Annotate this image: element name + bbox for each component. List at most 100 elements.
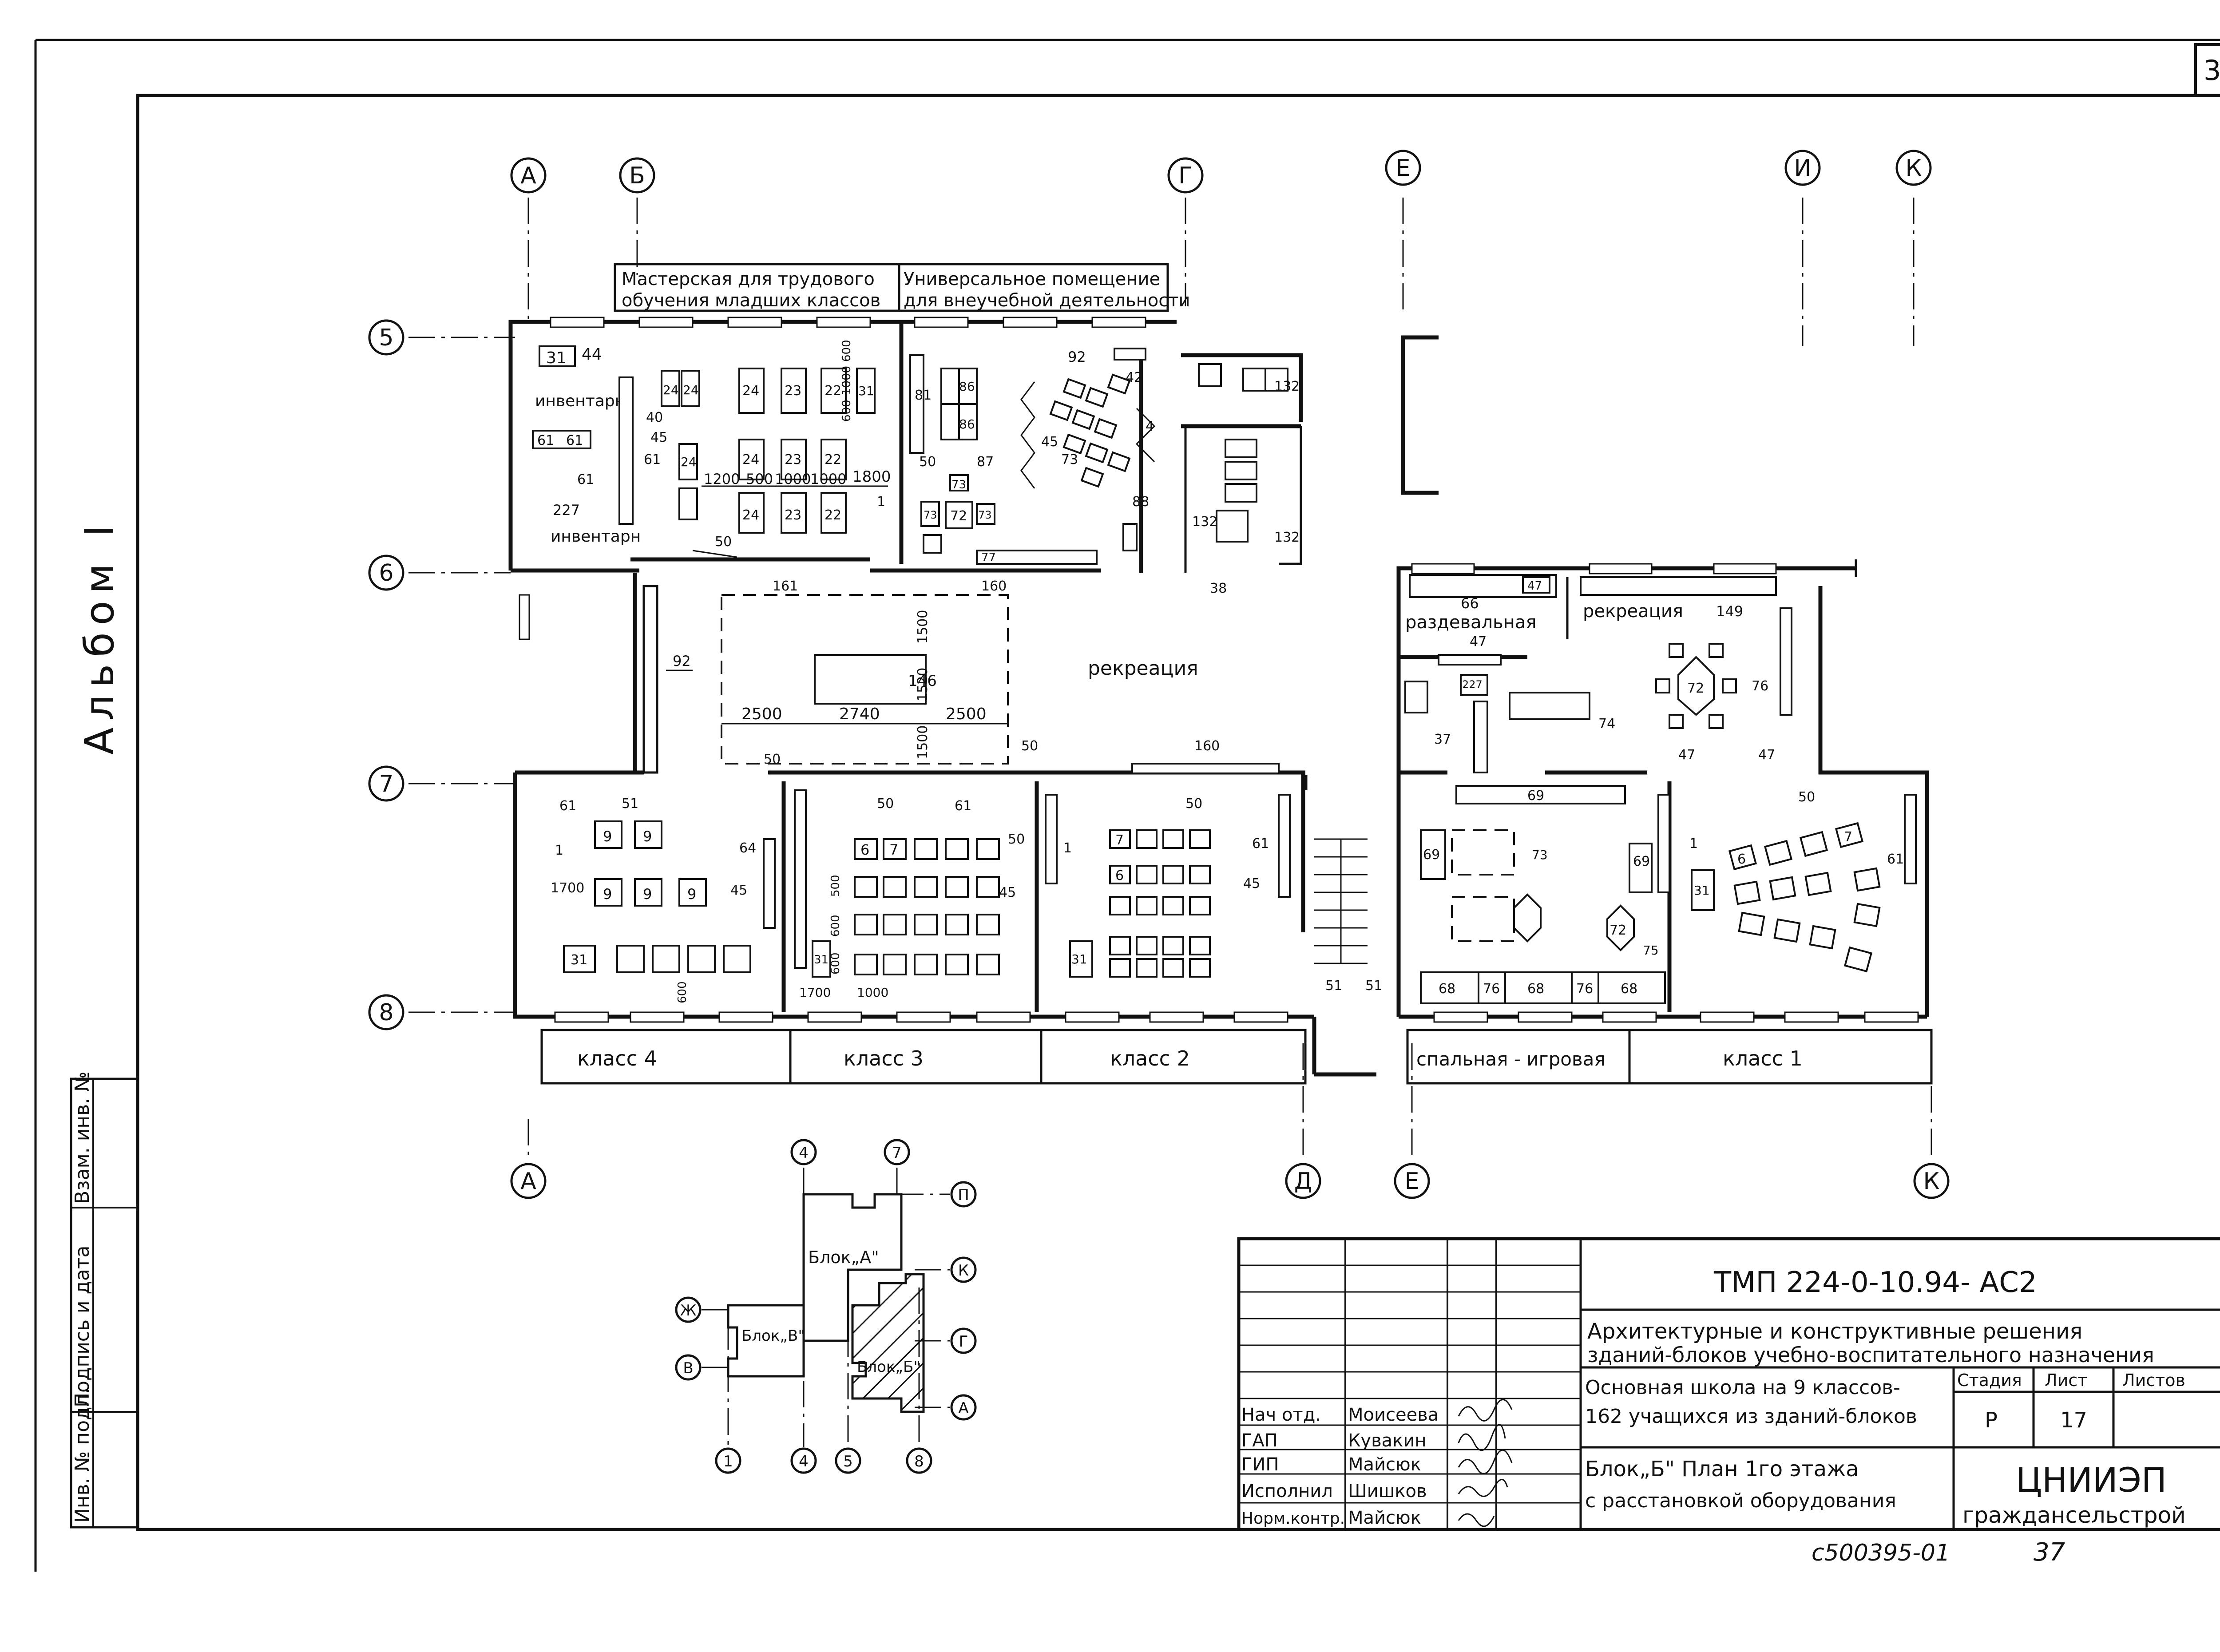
mark-45d: 45: [999, 885, 1016, 900]
mark-61c: 61: [577, 472, 594, 487]
kp-axis-8-bottom: 8: [914, 1453, 924, 1470]
mark-9d: 9: [643, 886, 652, 903]
dim-600-c3: 600: [829, 915, 842, 937]
right-block-furniture: 66 47 раздевальная рекреация 149 47 227 …: [1404, 574, 1917, 1004]
mark-160a: 160: [981, 578, 1007, 594]
inventory-label-2: инвентарн: [551, 527, 641, 546]
kp-axis-p: П: [958, 1186, 969, 1204]
title-block: ТМП 224-0-10.94- АС2 Архитектурные и кон…: [1237, 1237, 2220, 1531]
mark-50h: 50: [1798, 789, 1815, 805]
dim-1000b: 1000: [810, 471, 846, 487]
top-room-labels: Мастерская для трудового обучения младши…: [614, 263, 1190, 312]
mark-92b: 92: [673, 653, 691, 670]
mark-24b: 24: [683, 383, 699, 397]
org-line-2: граждансельстрой: [1962, 1502, 2186, 1528]
mark-22b: 22: [825, 452, 841, 467]
mark-87: 87: [977, 454, 994, 470]
dim-1500: 1500: [915, 610, 931, 644]
mark-61g: 61: [1252, 836, 1269, 852]
mark-75: 75: [1643, 943, 1659, 958]
mark-31b: 31: [858, 384, 874, 398]
mark-64: 64: [739, 840, 756, 856]
mark-72c: 72: [1610, 923, 1626, 938]
kp-axis-7-top: 7: [892, 1144, 902, 1162]
mark-1c: 1: [1063, 840, 1072, 856]
dim-1520: 1520: [915, 668, 931, 701]
mark-44: 44: [582, 345, 602, 364]
dim-2500b: 2500: [946, 705, 987, 723]
mark-73d: 73: [1061, 452, 1078, 467]
mark-86b: 86: [959, 417, 975, 432]
dim-1500b: 1500: [915, 725, 931, 759]
class-name-bar: класс 4 класс 3 класс 2 спальная - игров…: [540, 1029, 1933, 1085]
axis-top-g: Г: [1178, 162, 1193, 189]
windows: [519, 317, 1919, 1023]
mark-6b: 6: [1115, 868, 1124, 883]
cloakroom-label: раздевальная: [1405, 612, 1536, 633]
grid-axes: А Б Г Е И К А Д Е К 5 6 7 8: [368, 150, 1950, 1199]
kp-axis-zh: Ж: [680, 1302, 697, 1319]
mark-24e: 24: [742, 452, 759, 467]
dim-500-c3: 500: [829, 875, 842, 897]
mark-61h: 61: [1887, 852, 1904, 867]
class-2-furniture: 50 1 7 6 31 61 45 51 51: [1045, 794, 1382, 994]
mark-51c: 51: [1365, 978, 1382, 994]
sheet-value: 17: [2060, 1408, 2087, 1433]
name-1: Моисеева: [1348, 1405, 1439, 1425]
mark-24c: 24: [681, 455, 697, 469]
kp-axis-4-bottom: 4: [799, 1453, 809, 1470]
title-line-1: Архитектурные и конструктивные решения: [1587, 1319, 2082, 1344]
mark-7b: 7: [1115, 832, 1124, 848]
mark-31d: 31: [814, 953, 829, 967]
signatures: [1458, 1399, 1513, 1527]
mark-31c: 31: [571, 952, 587, 968]
mark-227b: 227: [1462, 678, 1483, 691]
album-label: Альбом I: [76, 518, 123, 755]
vzam-label: Взам. инв. №: [71, 1071, 94, 1204]
mark-38: 38: [1210, 581, 1227, 596]
mark-76c: 76: [1576, 981, 1593, 997]
mark-1b: 1: [555, 843, 563, 858]
stage-label: Стадия: [1957, 1371, 2022, 1390]
mark-40: 40: [646, 410, 663, 425]
title-line-2: зданий-блоков учебно-воспитательного наз…: [1587, 1343, 2154, 1367]
class-4-label: класс 4: [577, 1046, 657, 1070]
kp-axis-k: К: [958, 1262, 969, 1280]
mark-61a: 61: [537, 433, 554, 448]
mark-31: 31: [546, 349, 567, 367]
axis-bottom-d: Д: [1294, 1168, 1312, 1195]
dim-1000c: 1000: [857, 985, 888, 1000]
mark-88: 88: [1132, 494, 1149, 510]
mark-45: 45: [650, 430, 667, 445]
mark-47d: 47: [1758, 747, 1775, 763]
mark-23b: 23: [785, 452, 801, 467]
mark-31e: 31: [1071, 952, 1087, 967]
axis-left-6: 6: [379, 560, 393, 586]
mark-160b: 160: [1194, 738, 1220, 754]
axis-top-i: И: [1794, 155, 1812, 182]
mark-50f: 50: [1008, 832, 1025, 847]
mark-74: 74: [1598, 716, 1615, 732]
mark-1d: 1: [1689, 836, 1698, 852]
axis-top-e: Е: [1396, 155, 1411, 182]
axis-top-k: К: [1906, 155, 1922, 182]
kp-axis-g: Г: [959, 1333, 968, 1351]
mark-69b: 69: [1423, 847, 1440, 863]
kp-axis-a: А: [958, 1399, 968, 1417]
mark-9a: 9: [603, 828, 612, 845]
utility-rooms: 132 132 132 38: [1192, 363, 1300, 596]
mark-73e: 73: [1532, 848, 1548, 862]
sheet-label: Лист: [2045, 1371, 2087, 1390]
mark-1a: 1: [877, 494, 885, 510]
mark-66: 66: [1461, 595, 1479, 612]
mark-72b: 72: [1687, 681, 1704, 696]
dim-1000-top: 1000: [840, 366, 853, 395]
role-2: ГАП: [1241, 1430, 1278, 1451]
workshop-label-1: Мастерская для трудового: [622, 269, 875, 289]
mark-50e: 50: [877, 796, 894, 812]
mark-7c: 7: [1844, 829, 1852, 845]
dim-1200: 1200: [704, 471, 740, 487]
dim-600: 600: [676, 981, 689, 1003]
role-1: Нач отд.: [1241, 1405, 1321, 1425]
